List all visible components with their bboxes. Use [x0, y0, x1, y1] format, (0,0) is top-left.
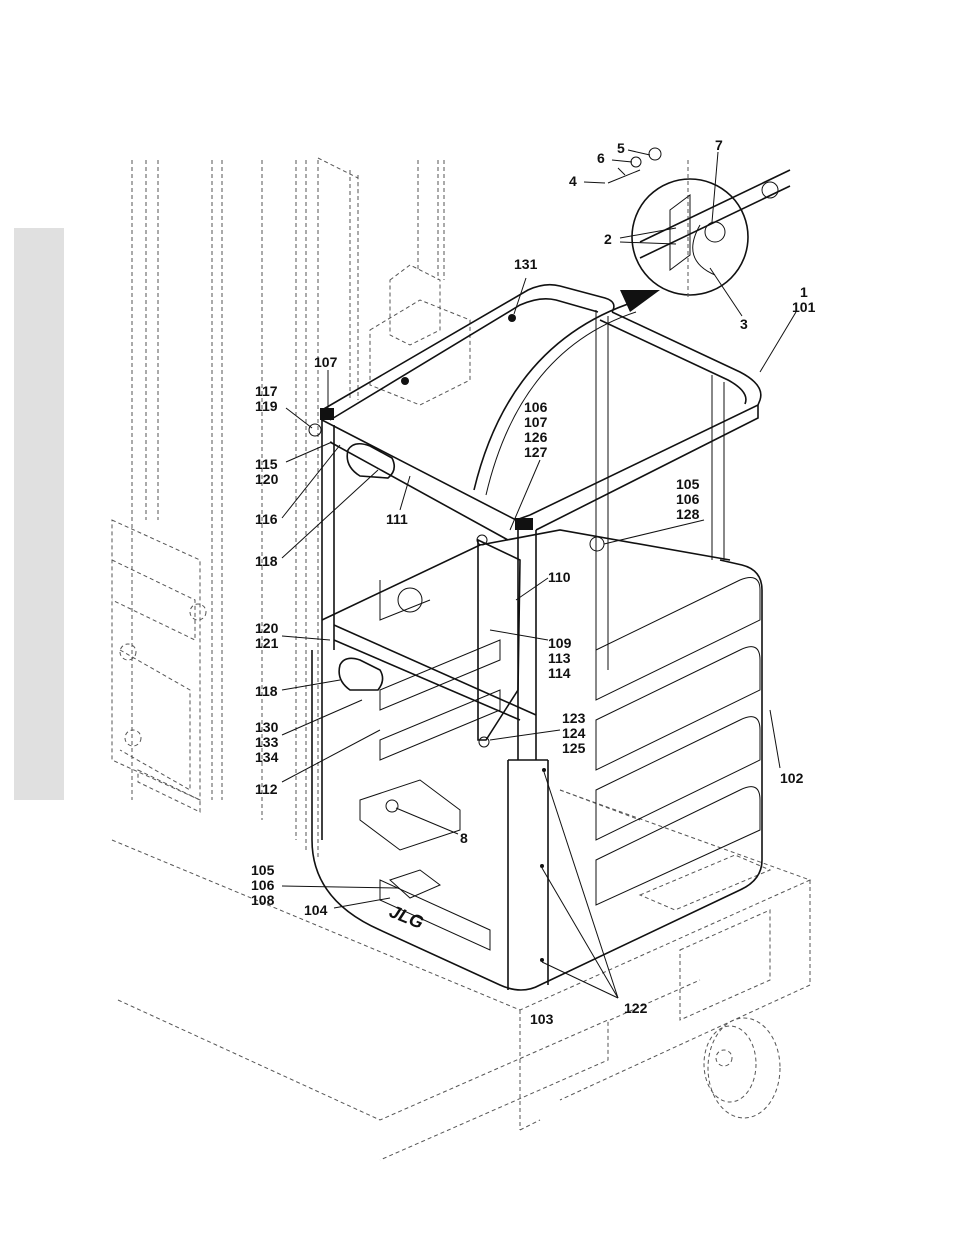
- callout-131: 131: [514, 256, 538, 272]
- callout-118-lower: 118: [255, 683, 278, 699]
- callout-8: 8: [460, 830, 468, 846]
- callout-5: 5: [617, 140, 625, 156]
- callout-6: 6: [597, 150, 605, 166]
- callout-118-upper: 118: [255, 553, 278, 569]
- jlg-logo: JLG: [387, 901, 427, 933]
- callout-4: 4: [569, 173, 577, 189]
- platform-basket: [309, 285, 762, 990]
- callout-2: 2: [604, 231, 612, 247]
- callout-107: 107: [314, 354, 338, 370]
- phantom-mast: [112, 158, 470, 860]
- callout-104: 104: [304, 902, 328, 918]
- callout-122: 122: [624, 1000, 648, 1016]
- callout-103: 103: [530, 1011, 554, 1027]
- callout-7: 7: [715, 137, 723, 153]
- jlg-logo-text: JLG: [387, 901, 427, 933]
- leader-lines: [282, 150, 796, 998]
- callout-110: 110: [548, 569, 571, 585]
- detail-view: [608, 148, 790, 300]
- callout-102: 102: [780, 770, 804, 786]
- callout-116: 116: [255, 511, 278, 527]
- callout-3: 3: [740, 316, 748, 332]
- callout-112: 112: [255, 781, 278, 797]
- callout-111: 111: [386, 511, 408, 527]
